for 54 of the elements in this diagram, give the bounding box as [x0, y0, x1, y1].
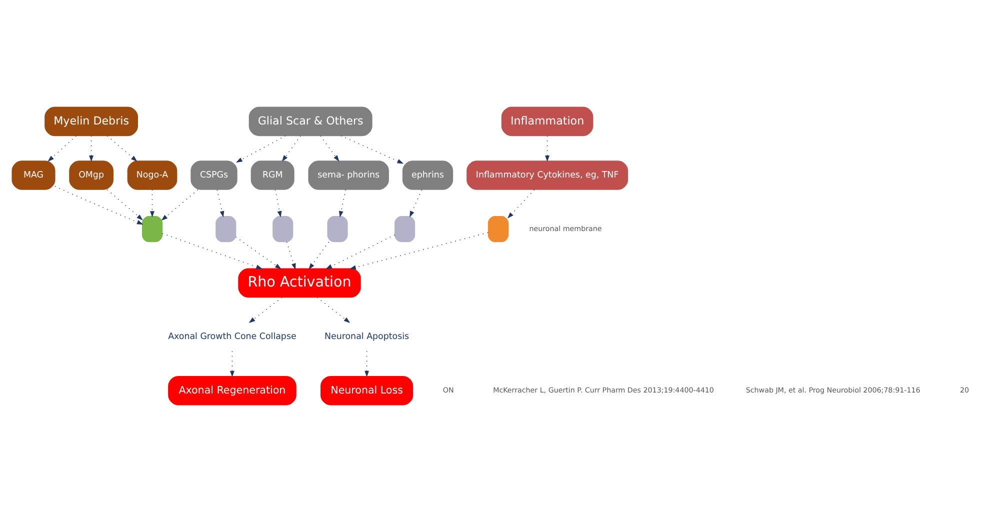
arrow	[340, 135, 404, 164]
arrow	[150, 189, 154, 218]
arrow	[308, 242, 330, 270]
arrow	[507, 189, 535, 218]
node-box	[327, 216, 348, 242]
arrow	[248, 297, 282, 324]
arrow	[48, 136, 76, 162]
node-box	[272, 216, 294, 242]
label: ON	[442, 385, 454, 394]
node-box: sema- phorins	[308, 160, 389, 190]
arrow	[350, 232, 488, 270]
arrow	[286, 242, 296, 270]
node-box: CSPGs	[190, 160, 238, 190]
arrow	[364, 350, 370, 378]
node-box: Inflammation	[501, 106, 594, 136]
node-box: Neuronal Loss	[320, 376, 414, 406]
arrow	[161, 189, 198, 221]
node-box: ephrins	[402, 160, 454, 190]
arrow	[316, 297, 350, 324]
node-box	[216, 216, 236, 242]
node-box: Glial Scar & Others	[248, 106, 372, 136]
node-box: Rho Activation	[238, 268, 361, 298]
arrow	[54, 186, 144, 225]
arrow	[216, 189, 224, 218]
node-box: Nogo-A	[127, 160, 178, 190]
node-box: Axonal Regeneration	[168, 376, 296, 406]
arrow	[338, 189, 346, 218]
arrow	[235, 236, 282, 270]
node-box: Myelin Debris	[44, 106, 138, 136]
arrow	[410, 189, 422, 218]
arrow	[106, 189, 143, 220]
arrow	[230, 350, 234, 378]
arrow	[282, 136, 301, 162]
node-box: Inflammatory Cytokines, eg, TNF	[466, 160, 628, 190]
arrow	[274, 189, 282, 218]
arrow	[236, 135, 286, 163]
arrow	[106, 136, 138, 162]
arrow	[89, 136, 94, 162]
label: Schwab JM, et al. Prog Neurobiol 2006;78:91-116	[746, 385, 920, 394]
node-box: MAG	[12, 160, 56, 190]
label: 20	[960, 385, 970, 394]
arrow	[320, 136, 340, 162]
node-box	[488, 216, 508, 242]
arrow	[326, 234, 396, 270]
node-box	[394, 216, 416, 242]
node-box: OMgp	[69, 160, 114, 190]
node-box	[142, 216, 163, 242]
arrow	[162, 233, 263, 269]
label: neuronal membrane	[529, 224, 602, 233]
node-box: RGM	[250, 160, 294, 190]
arrow	[545, 136, 550, 162]
node-text: Axonal Growth Cone Collapse	[168, 332, 296, 342]
node-text: Neuronal Apoptosis	[324, 332, 410, 342]
label: McKerracher L, Guertin P. Curr Pharm Des 2013;19:4400-4410	[493, 385, 714, 394]
